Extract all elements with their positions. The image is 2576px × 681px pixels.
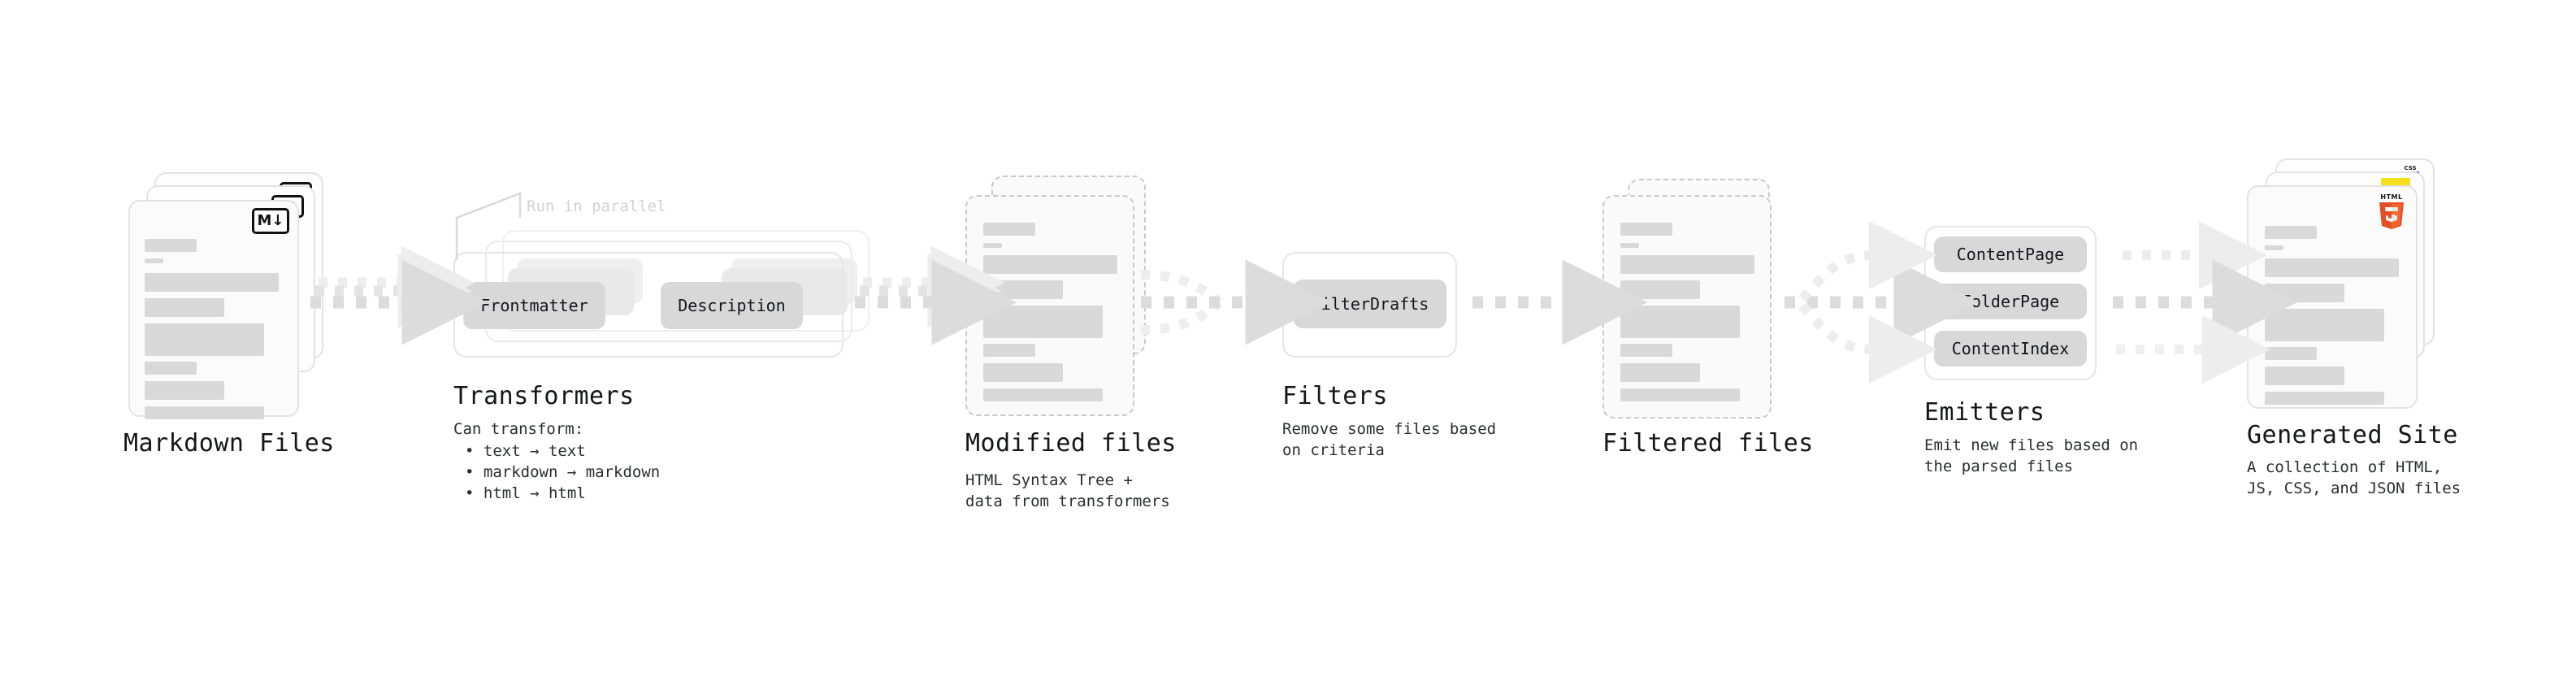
file-line xyxy=(983,223,1035,236)
file-line xyxy=(1620,255,1754,274)
plugin-pill-filterdrafts[interactable]: FilterDrafts xyxy=(1294,280,1446,328)
site-file-card-front: HTML xyxy=(2247,185,2418,409)
stage-subtext-transformers: Can transform: xyxy=(453,420,584,438)
file-line xyxy=(983,243,1002,248)
file-line xyxy=(145,362,197,375)
file-line xyxy=(2265,309,2384,341)
file-line xyxy=(145,406,264,419)
file-line xyxy=(2265,392,2384,405)
arrow-filtered-to-emitters xyxy=(1785,221,1980,384)
file-line xyxy=(1620,223,1672,236)
file-line xyxy=(983,280,1063,299)
plugin-pill-contentindex[interactable]: ContentIndex xyxy=(1934,331,2087,367)
arrow-emitters-to-site xyxy=(2113,221,2298,384)
file-line xyxy=(2265,367,2344,385)
file-line xyxy=(983,306,1103,338)
bullet-item: • html → html xyxy=(465,484,586,502)
bullet-item: • markdown → markdown xyxy=(465,463,661,481)
file-line xyxy=(1620,344,1672,357)
file-line xyxy=(1620,388,1740,401)
transformer-bullets: • text → text • markdown → markdown • ht… xyxy=(465,440,660,504)
plugin-pill-folderpage[interactable]: FolderPage xyxy=(1934,284,2087,319)
file-line xyxy=(1620,243,1639,248)
file-line xyxy=(983,344,1035,357)
file-line xyxy=(2265,258,2399,277)
file-line xyxy=(983,388,1103,401)
svg-text:CSS: CSS xyxy=(2404,165,2416,171)
filtered-file-card-front xyxy=(1602,195,1772,419)
stage-heading-transformers: Transformers xyxy=(453,382,635,410)
file-line xyxy=(145,323,264,356)
file-line xyxy=(145,273,279,292)
markdown-icon: M↓ xyxy=(252,208,289,234)
plugin-pill-contentpage[interactable]: ContentPage xyxy=(1934,236,2087,272)
file-line xyxy=(145,381,224,400)
file-line xyxy=(2265,245,2283,250)
file-line xyxy=(983,363,1063,382)
file-line xyxy=(1620,363,1700,382)
file-line xyxy=(145,239,197,252)
stage-subtext-generated-site: A collection of HTML, JS, CSS, and JSON … xyxy=(2247,458,2461,497)
stage-heading-filtered-files: Filtered files xyxy=(1602,429,1814,458)
stage-heading-emitters: Emitters xyxy=(1924,398,2045,427)
arrow-modified-to-filters xyxy=(1140,259,1331,345)
stage-subtext-modified-files: HTML Syntax Tree + data from transformer… xyxy=(965,471,1170,510)
file-line xyxy=(2265,284,2344,302)
plugin-pill-frontmatter[interactable]: Frontmatter xyxy=(463,282,605,329)
svg-text:HTML: HTML xyxy=(2380,193,2402,201)
file-line xyxy=(2265,226,2317,239)
file-line xyxy=(145,298,224,317)
file-line xyxy=(145,258,163,263)
stage-subtext-emitters: Emit new files based on the parsed files xyxy=(1924,436,2139,475)
bullet-item: • text → text xyxy=(465,442,586,460)
stage-heading-generated-site: Generated Site xyxy=(2247,421,2458,449)
plugin-pill-description[interactable]: Description xyxy=(661,282,803,329)
stage-subtext-filters: Remove some files based on criteria xyxy=(1282,420,1497,459)
markdown-file-card-front: M↓ xyxy=(128,200,299,419)
file-line xyxy=(983,255,1117,274)
stage-heading-filters: Filters xyxy=(1282,382,1388,410)
stage-heading-modified-files: Modified files xyxy=(965,429,1177,458)
html5-icon: HTML xyxy=(2379,193,2404,229)
modified-file-card-front xyxy=(965,195,1134,416)
stage-heading-markdown-files: Markdown Files xyxy=(124,429,335,458)
arrow-markdown-to-transformers xyxy=(310,245,488,345)
file-line xyxy=(2265,347,2317,360)
file-line xyxy=(1620,280,1700,299)
file-line xyxy=(1620,306,1740,338)
run-in-parallel-label: Run in parallel xyxy=(527,197,666,215)
